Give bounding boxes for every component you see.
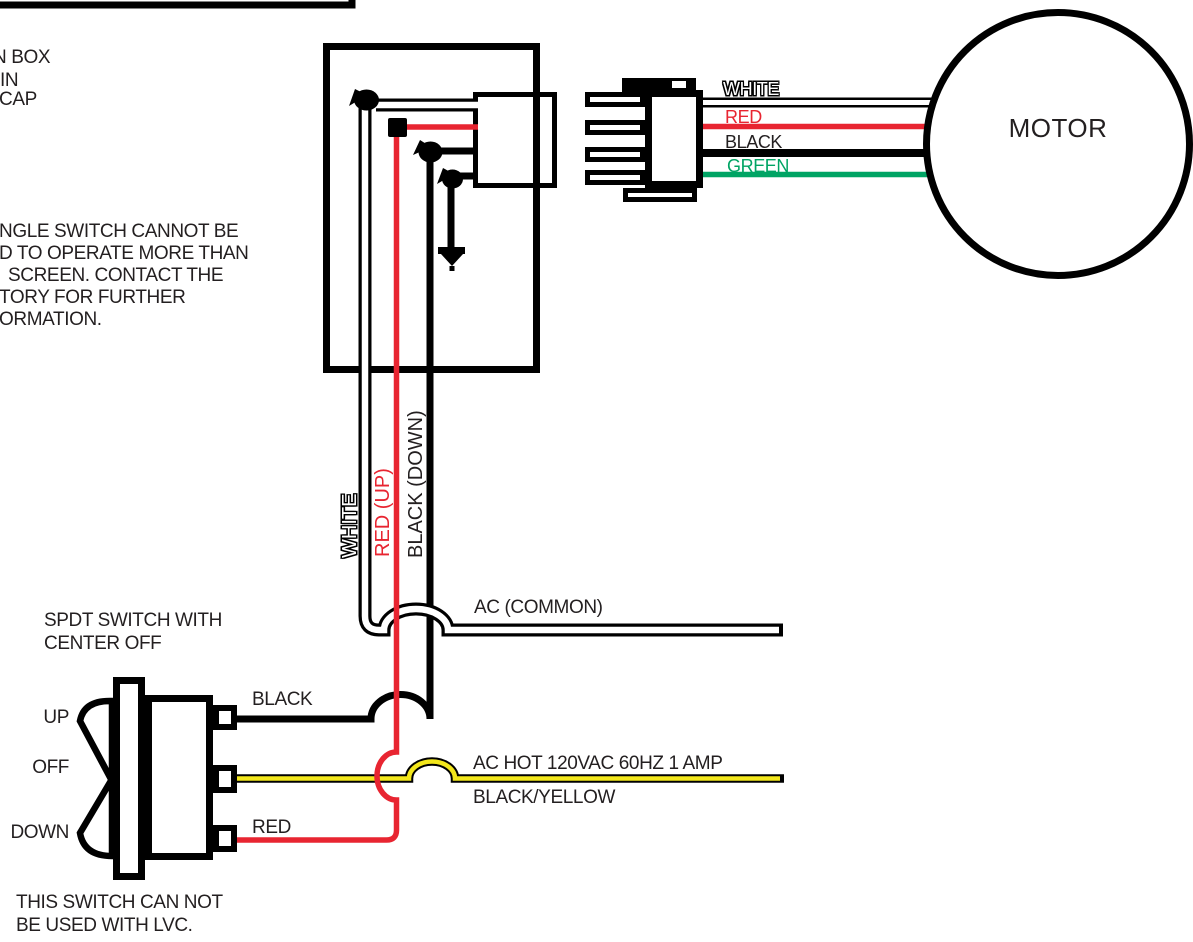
- switch-pos-down-label: DOWN: [10, 822, 69, 843]
- warning-note-line: NGLE SWITCH CANNOT BE: [0, 221, 239, 242]
- warning-note: NGLE SWITCH CANNOT BE D TO OPERATE MORE …: [0, 221, 249, 331]
- connector-pin: [585, 120, 645, 135]
- toggle-up-lever: [76, 697, 116, 783]
- switch-title-line1: SPDT SWITCH WITH: [44, 610, 222, 631]
- black-yellow-label: BLACK/YELLOW: [473, 787, 615, 808]
- switch-pos-up-label: UP: [43, 707, 69, 728]
- switch-title-line2: CENTER OFF: [44, 633, 162, 654]
- switch-terminal-up: [213, 705, 237, 730]
- switch-footnote-line2: BE USED WITH LVC.: [16, 914, 193, 936]
- connector-pin: [585, 147, 645, 162]
- connector-top-tab-notch: [672, 81, 686, 88]
- motor-lead-black-label: BLACK: [725, 132, 783, 152]
- toggle-down-lever: [76, 767, 116, 860]
- black-wire-nut-icon: [413, 140, 443, 163]
- warning-note-line: TORY FOR FURTHER: [0, 287, 186, 308]
- riser-black-down-label: BLACK (DOWN): [405, 410, 427, 558]
- red-terminal-icon: [388, 118, 407, 137]
- red-up-wire: [237, 130, 400, 843]
- riser-red-up-label: RED (UP): [372, 468, 394, 557]
- motor-circle: [923, 9, 1193, 279]
- connector-pin: [585, 92, 645, 107]
- motor-lead-green-label: GREEN: [727, 156, 790, 176]
- connector-box-half: [473, 92, 557, 188]
- top-left-note-line3: CAP: [0, 89, 37, 110]
- switch-terminal-off: [213, 765, 237, 793]
- top-left-note-line1: N BOX: [0, 47, 51, 68]
- motor-lead-white-label: WHITE: [723, 79, 779, 99]
- ac-common-label: AC (COMMON): [474, 597, 603, 618]
- switch-footnote: THIS SWITCH CAN NOT BE USED WITH LVC.: [16, 892, 223, 937]
- warning-note-line: D TO OPERATE MORE THAN: [0, 243, 249, 264]
- white-wire-nut-icon: [349, 89, 379, 111]
- switch-body: [145, 695, 213, 860]
- spdt-switch: [76, 677, 237, 880]
- motor-label: MOTOR: [1008, 113, 1108, 143]
- riser-white-label: WHITE: [339, 493, 361, 558]
- switch-pos-off-label: OFF: [32, 757, 69, 778]
- connector-motor-half: [585, 78, 703, 202]
- switch-red-wire-label: RED: [252, 817, 291, 838]
- warning-note-line: ORMATION.: [0, 309, 102, 330]
- switch-title: SPDT SWITCH WITH CENTER OFF: [44, 609, 222, 655]
- top-left-note-line2: IN: [0, 70, 19, 91]
- motor-lead-red-label: RED: [725, 107, 762, 127]
- ac-hot-wire-core: [237, 759, 780, 781]
- ground-symbol-icon: [438, 247, 465, 271]
- clipped-title-box: [0, 0, 356, 9]
- connector-pin: [585, 170, 645, 185]
- ground-wire-nut-icon: [437, 168, 463, 189]
- ac-common-wire-core: [361, 96, 779, 634]
- switch-terminal-down: [213, 825, 237, 852]
- black-down-wire: [237, 155, 434, 723]
- switch-plate: [113, 677, 145, 880]
- warning-note-line: SCREEN. CONTACT THE: [8, 265, 224, 286]
- connector-body: [645, 90, 703, 188]
- switch-footnote-line1: THIS SWITCH CAN NOT: [16, 892, 223, 913]
- switch-black-wire-label: BLACK: [252, 689, 313, 710]
- connector-bottom-tab: [623, 188, 697, 202]
- ac-hot-label: AC HOT 120VAC 60HZ 1 AMP: [473, 753, 723, 774]
